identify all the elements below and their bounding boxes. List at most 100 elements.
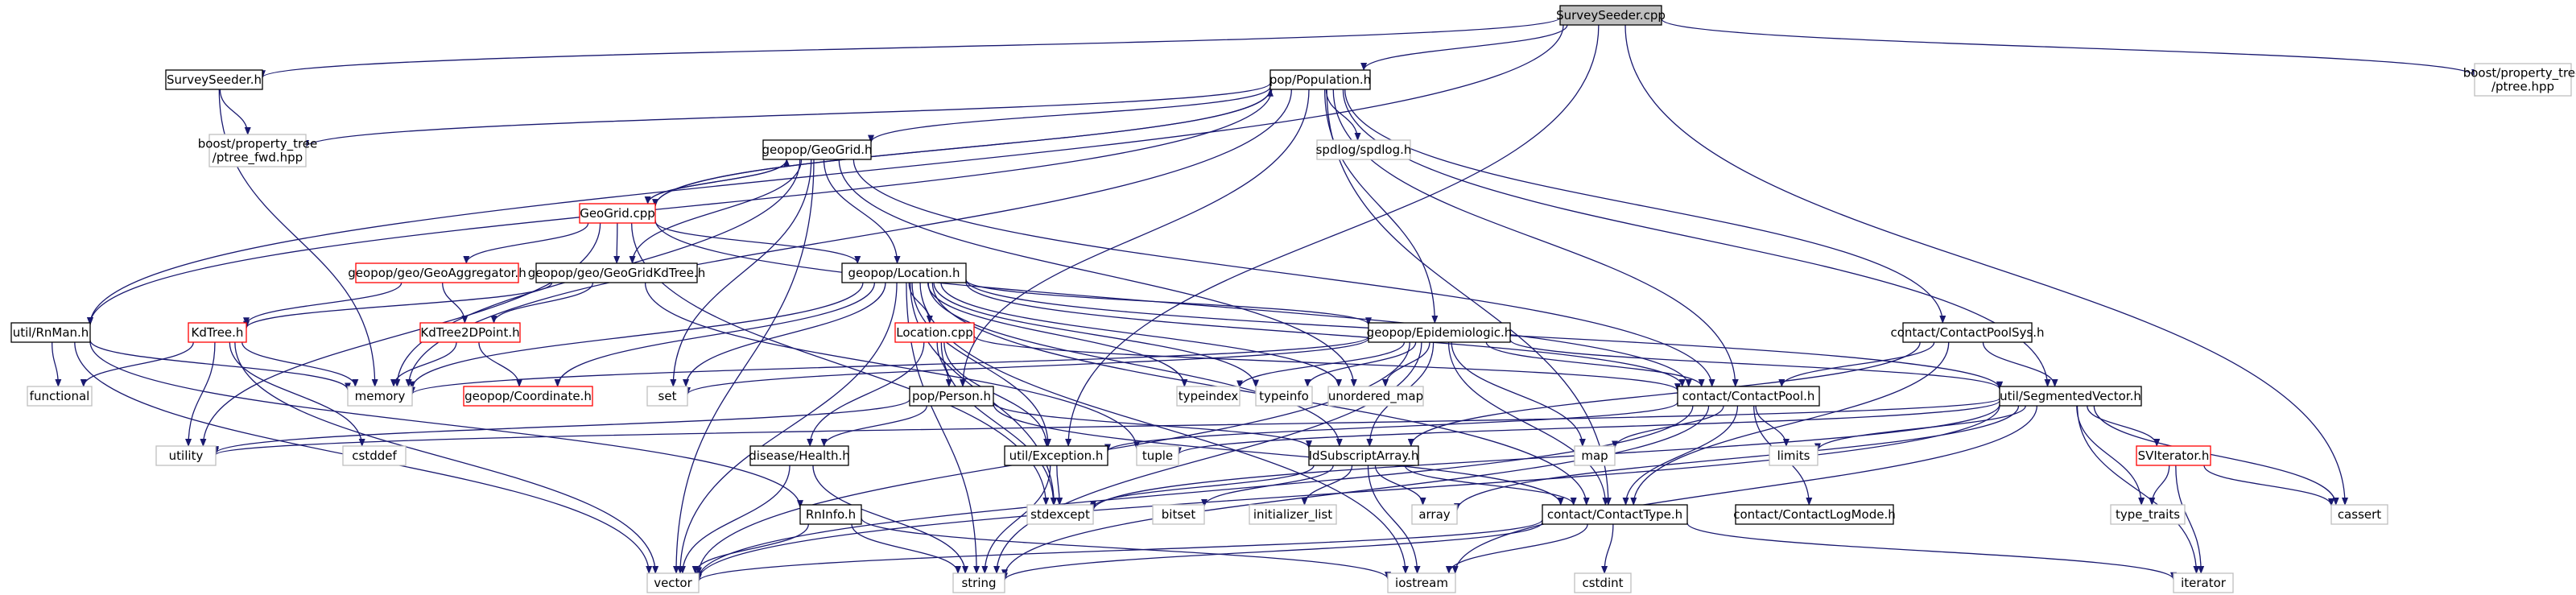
node-root[interactable]: SurveySeeder.cpp [1556,5,1666,26]
node-label: unordered_map [1328,389,1423,404]
node-label: SVIterator.h [2138,448,2210,463]
edge-epidemiologic-to-unordered_map [1382,341,1430,387]
edge-location_h-to-memory [409,282,864,390]
edge-segmentedvector-to-cassert [2093,405,2339,506]
node-vector[interactable]: vector [646,572,700,593]
edge-epidemiologic-to-contactpool [1485,341,1705,387]
node-set[interactable]: set [646,386,688,407]
node-spdlog[interactable]: spdlog/spdlog.h [1316,139,1412,160]
node-idsubscriptarray[interactable]: IdSubscriptArray.h [1308,445,1419,466]
edge-segmentedvector-to-tuple [1175,400,2000,456]
edge-rninfo-to-iostream [861,518,1391,581]
node-typeindex[interactable]: typeindex [1176,386,1241,407]
node-tuple[interactable]: tuple [1136,445,1179,466]
node-initializer-list[interactable]: initializer_list [1249,504,1337,525]
node-contactlogmode[interactable]: contact/ContactLogMode.h [1733,504,1896,525]
edge-epidemiologic-to-contacttype [1447,341,1609,506]
node-string[interactable]: string [952,572,1005,593]
node-kdtree[interactable]: KdTree.h [188,322,247,343]
edge-health-to-vector [679,465,791,574]
edge-rnman-to-functional [52,341,62,387]
edge-population_h-to-epidemiologic [1324,89,1439,324]
edge-geoaggregator-to-kdtree2dpoint [441,282,469,324]
edge-epidemiologic-to-string [993,341,1422,574]
edge-layer [52,17,2478,582]
edge-location_h-to-epidemiologic [965,279,1372,326]
node-typeinfo[interactable]: typeinfo [1255,386,1313,407]
node-limits[interactable]: limits [1769,445,1818,466]
node-contacttype[interactable]: contact/ContactType.h [1542,504,1688,525]
node-sviterator[interactable]: SVIterator.h [2136,445,2211,466]
edge-idsubscriptarray-to-array [1374,465,1426,506]
edge-population_h-to-memory [405,89,1292,387]
node-box [1004,445,1108,466]
node-label: spdlog/spdlog.h [1316,143,1412,157]
node-location-cpp[interactable]: Location.cpp [894,322,975,343]
node-epidemiologic[interactable]: geopop/Epidemiologic.h [1367,322,1513,343]
node-utility[interactable]: utility [155,445,217,466]
node-box [2110,504,2186,525]
edge-location_h-to-vector [676,282,898,574]
node-kdtree2dpoint[interactable]: KdTree2DPoint.h [419,322,521,343]
node-geogrid-cpp[interactable]: GeoGrid.cpp [579,203,656,224]
node-exception[interactable]: util/Exception.h [1004,445,1108,466]
node-box [165,69,263,90]
edge-epidemiologic-to-typeindex [1236,341,1406,389]
node-label: typeinfo [1259,389,1309,403]
node-geogridkdtree[interactable]: geopop/geo/GeoGridKdTree.h [528,262,706,283]
node-label: /ptree_fwd.hpp [213,151,303,166]
node-person[interactable]: pop/Person.h [909,386,994,407]
node-rnman[interactable]: util/RnMan.h [10,322,91,343]
node-geogrid-h[interactable]: geopop/GeoGrid.h [762,139,873,160]
edge-rnman-to-memory [89,340,351,391]
edge-population_h-to-geogrid_h [868,86,1271,143]
edge-rninfo-to-string [851,523,961,574]
edge-kdtree-to-utility [185,341,216,447]
node-label: KdTree.h [192,325,244,340]
edge-location_h-to-unordered_map [940,282,1342,387]
node-box [646,386,688,407]
node-iterator[interactable]: iterator [2173,572,2234,593]
node-label: functional [30,389,90,403]
edge-segmentedvector-to-iterator [2076,405,2200,574]
node-contactpool[interactable]: contact/ContactPool.h [1677,386,1820,407]
node-box [1559,5,1662,26]
node-box [535,262,698,283]
node-iostream[interactable]: iostream [1387,572,1456,593]
node-box [1269,69,1371,90]
node-cstddef[interactable]: cstddef [342,445,407,466]
node-type-traits[interactable]: type_traits [2110,504,2186,525]
node-array[interactable]: array [1411,504,1458,525]
node-ptree-hpp[interactable]: boost/property_tree/ptree.hpp [2463,63,2576,97]
node-box [347,386,413,407]
node-functional[interactable]: functional [27,386,93,407]
node-location-h[interactable]: geopop/Location.h [841,262,967,283]
node-cassert[interactable]: cassert [2330,504,2388,525]
edge-location_h-to-contactpool [965,282,1686,387]
node-rninfo[interactable]: RnInfo.h [799,504,862,525]
node-label: geopop/geo/GeoGridKdTree.h [528,266,706,280]
node-label: bitset [1162,507,1196,522]
node-unordered-map[interactable]: unordered_map [1327,386,1424,407]
node-bitset[interactable]: bitset [1152,504,1205,525]
edge-kdtree-to-vector [234,341,659,574]
node-surveyseeder-h[interactable]: SurveySeeder.h [165,69,263,90]
node-memory[interactable]: memory [347,386,413,407]
node-coordinate[interactable]: geopop/Coordinate.h [463,386,593,407]
edge-segmentedvector-to-array [1454,405,2020,511]
node-segmentedvector[interactable]: util/SegmentedVector.h [1999,386,2142,407]
node-cstdint[interactable]: cstdint [1574,572,1632,593]
edge-contactpoolsys-to-idsubscriptarray [1407,341,1921,447]
node-population-h[interactable]: pop/Population.h [1269,69,1371,90]
edge-location_h-to-typeindex [927,282,1188,387]
node-geoaggregator[interactable]: geopop/geo/GeoAggregator.h [348,262,526,283]
edge-epidemiologic-to-typeinfo [1304,341,1417,387]
node-ptree-fwd[interactable]: boost/property_tree/ptree_fwd.hpp [198,134,318,167]
node-map[interactable]: map [1574,445,1616,466]
node-stdexcept[interactable]: stdexcept [1026,504,1094,525]
node-health[interactable]: disease/Health.h [749,445,850,466]
node-box [27,386,93,407]
node-label: RnInfo.h [806,507,856,522]
node-contactpoolsys[interactable]: contact/ContactPoolSys.h [1890,322,2045,343]
node-label: IdSubscriptArray.h [1309,448,1419,463]
